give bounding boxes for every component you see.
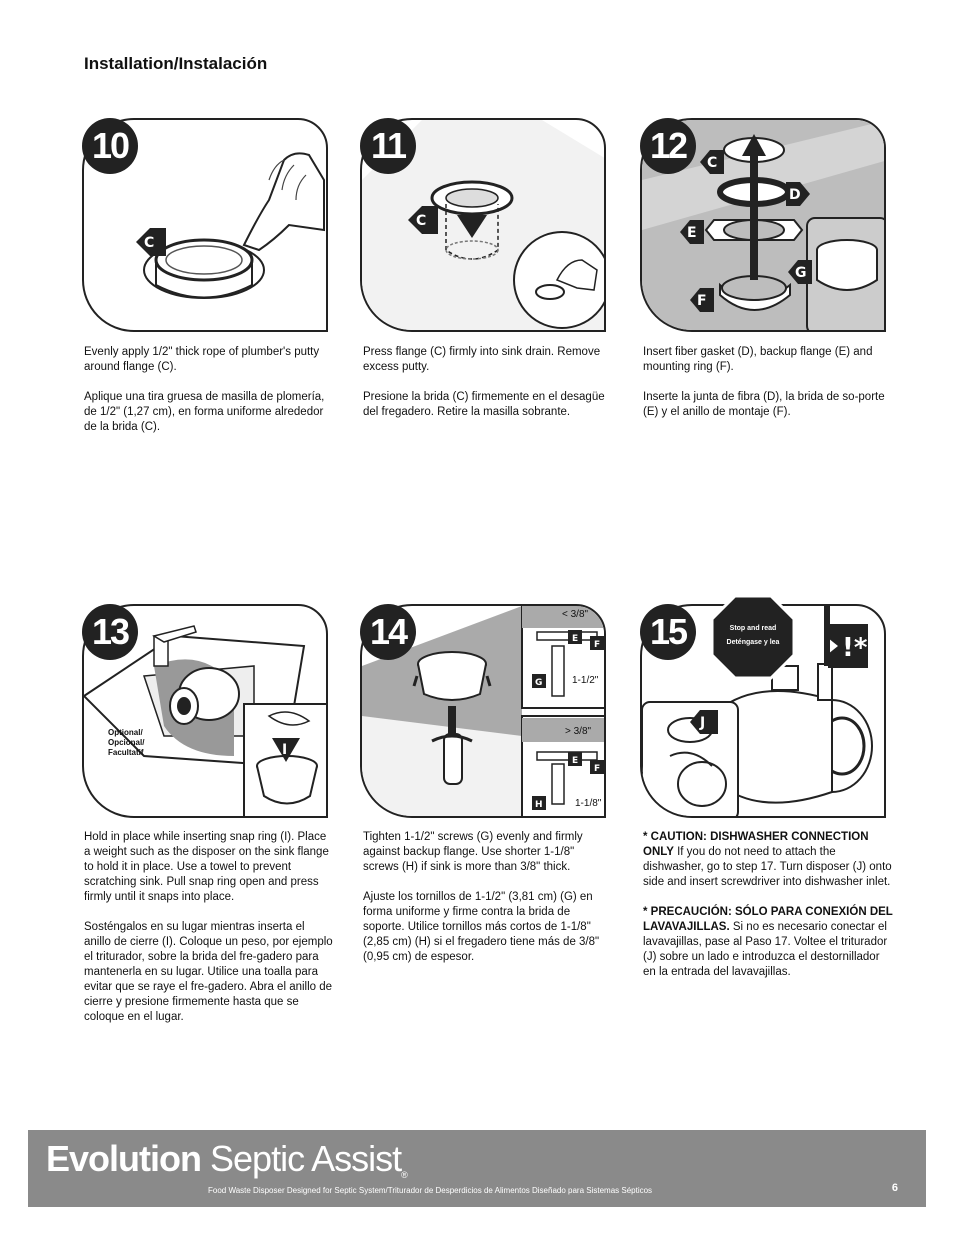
- svg-text:C: C: [144, 235, 154, 251]
- step-14-text: Tighten 1-1/2" screws (G) evenly and fir…: [363, 830, 613, 980]
- step-14-illustration: [360, 604, 606, 818]
- step-10-text: Evenly apply 1/2" thick rope of plumber'…: [84, 345, 334, 450]
- step-11-spanish: Presione la brida (C) firmemente en el d…: [363, 391, 605, 418]
- svg-text:I: I: [282, 742, 287, 758]
- footer-banner: Evolution Septic Assist® Food Waste Disp…: [28, 1130, 926, 1207]
- step-10-illustration: [82, 118, 328, 332]
- callout-f-marker: F: [590, 760, 604, 774]
- svg-text:J: J: [699, 715, 705, 731]
- callout-e-marker: E: [568, 630, 582, 644]
- dimension-upper-thin: < 3/8": [562, 609, 589, 620]
- dimension-upper-screw: 1-1/2": [572, 675, 599, 686]
- step-number: 14: [360, 604, 416, 660]
- svg-text:!*: !*: [842, 633, 868, 663]
- step-12-spanish: Inserte la junta de fibra (D), la brida …: [643, 391, 885, 418]
- step-14-english: Tighten 1-1/2" screws (G) evenly and fir…: [363, 831, 583, 873]
- callout-e-marker: E: [568, 752, 582, 766]
- callout-f-marker: F: [590, 636, 604, 650]
- step-13-spanish: Sosténgalos en su lugar mientras inserta…: [84, 921, 333, 1023]
- step-number: 12: [640, 118, 696, 174]
- step-14-spanish: Ajuste los tornillos de 1-1/2" (3,81 cm)…: [363, 891, 600, 963]
- svg-text:D: D: [789, 187, 801, 203]
- svg-text:F: F: [697, 293, 707, 309]
- svg-text:E: E: [572, 634, 578, 644]
- callout-d-marker: D: [786, 182, 810, 206]
- step-number: 11: [360, 118, 416, 174]
- callout-h-marker: H: [532, 796, 546, 810]
- step-10-spanish: Aplique una tira gruesa de masilla de pl…: [84, 391, 325, 433]
- callout-e-marker: E: [680, 220, 704, 244]
- step-15-english: * CAUTION: DISHWASHER CONNECTION ONLY If…: [643, 831, 892, 888]
- step-number: 15: [640, 604, 696, 660]
- step-12-english: Insert fiber gasket (D), backup flange (…: [643, 346, 873, 373]
- svg-text:F: F: [594, 640, 600, 650]
- step-13-english: Hold in place while inserting snap ring …: [84, 831, 329, 903]
- step-13-text: Hold in place while inserting snap ring …: [84, 830, 334, 1040]
- callout-g-marker: G: [788, 260, 812, 284]
- svg-text:Stop and read: Stop and read: [730, 625, 777, 632]
- svg-text:E: E: [572, 756, 578, 766]
- step-15-text: * CAUTION: DISHWASHER CONNECTION ONLY If…: [643, 830, 893, 995]
- page-heading: Installation/Instalación: [84, 54, 268, 73]
- svg-text:C: C: [707, 155, 717, 171]
- callout-c-marker: C: [136, 228, 166, 256]
- dimension-lower-thick: > 3/8": [565, 726, 592, 737]
- svg-text:H: H: [535, 800, 543, 810]
- callout-f-marker: F: [690, 288, 714, 312]
- caution-heading-es: * PRECAUCIÓN: SÓLO PARA CONEXIÓN DEL LAV…: [643, 906, 893, 933]
- svg-text:G: G: [535, 678, 542, 688]
- step-10-english: Evenly apply 1/2" thick rope of plumber'…: [84, 346, 320, 373]
- callout-c-marker: C: [408, 206, 438, 234]
- svg-text:E: E: [687, 225, 697, 241]
- svg-text:F: F: [594, 764, 600, 774]
- caution-heading-en: * CAUTION: DISHWASHER CONNECTION ONLY: [643, 831, 869, 858]
- brand-logo: Evolution Septic Assist®: [46, 1138, 408, 1180]
- callout-i-marker: I: [272, 738, 300, 762]
- callout-j-marker: J: [690, 710, 718, 734]
- svg-text:G: G: [795, 265, 807, 281]
- product-tagline: Food Waste Disposer Designed for Septic …: [208, 1186, 653, 1195]
- caution-icon: !*: [828, 624, 868, 668]
- step-number: 13: [82, 604, 138, 660]
- svg-text:Deténgase y lea: Deténgase y lea: [727, 639, 780, 646]
- svg-text:C: C: [416, 213, 426, 229]
- step-number: 10: [82, 118, 138, 174]
- optional-label: Optional/ Opcional/ Facultatif: [108, 728, 145, 757]
- step-11-text: Press flange (C) firmly into sink drain.…: [363, 345, 613, 435]
- step-12-text: Insert fiber gasket (D), backup flange (…: [643, 345, 893, 435]
- step-11-english: Press flange (C) firmly into sink drain.…: [363, 346, 601, 373]
- callout-g-marker: G: [532, 674, 546, 688]
- stop-sign-icon: Stop and read Deténgase y lea: [710, 594, 796, 680]
- callout-c-marker: C: [700, 150, 724, 174]
- step-15-spanish: * PRECAUCIÓN: SÓLO PARA CONEXIÓN DEL LAV…: [643, 906, 893, 978]
- page-number: 6: [891, 1182, 898, 1194]
- dimension-lower-screw: 1-1/8": [575, 798, 602, 809]
